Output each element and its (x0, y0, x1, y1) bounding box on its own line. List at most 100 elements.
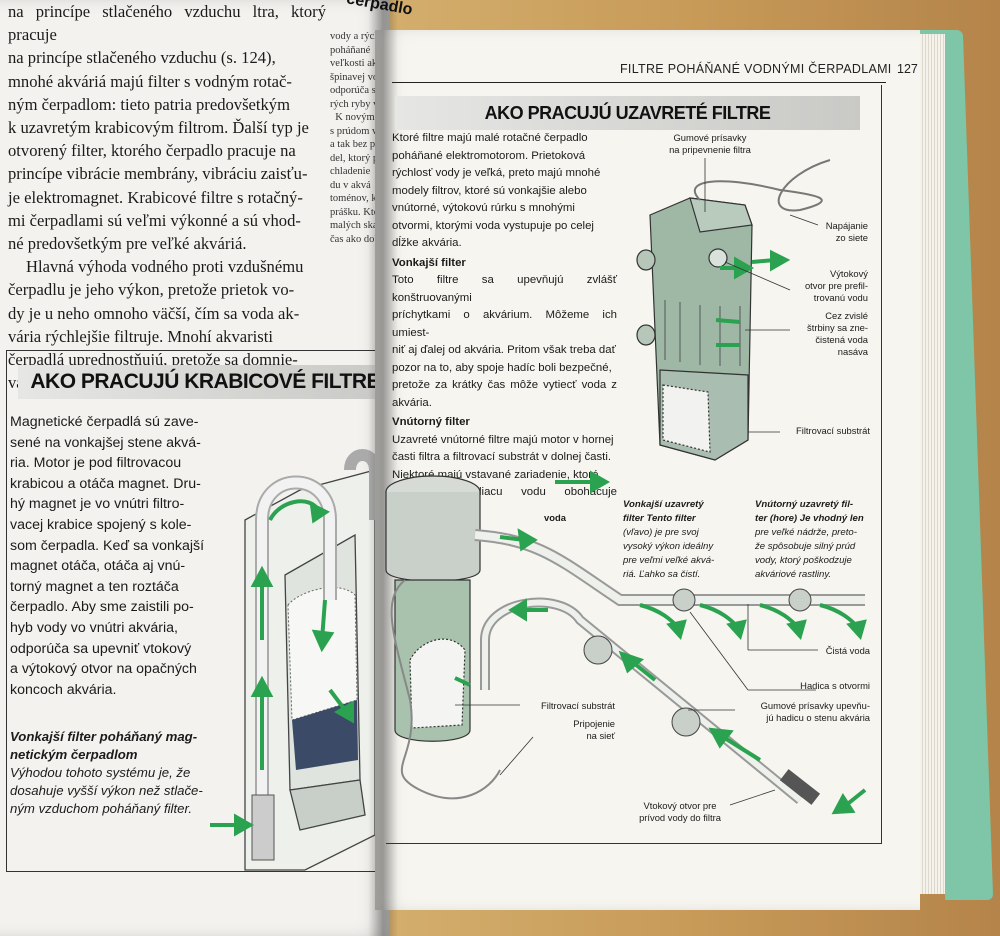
label-line: Cez zvislé (825, 310, 868, 321)
caption-line: pre veľmi veľké akvá- (623, 555, 715, 566)
caption-external-filter: Vonkajší uzavretý filter Tento filter (vľa… (623, 498, 748, 582)
page-number: 127 (897, 62, 918, 76)
label-line: nasáva (837, 346, 868, 357)
label-line: jú hadicu o stenu akvária (766, 712, 870, 723)
magnet-text-line: hyb vody vo vnútri akvária, (10, 619, 178, 636)
caption-line: filter Tento filter (623, 513, 696, 524)
magnet-text-line: vacej krabice spojený s kole- (10, 516, 192, 533)
label-line: Výtokový (829, 268, 868, 279)
right-figure-frame (386, 85, 882, 844)
running-head-rule (392, 82, 886, 83)
intro-line: rýchlosť vody je veľká, preto majú mnohé (392, 167, 601, 179)
label-line: Napájanie (825, 220, 868, 231)
body-line: mi čerpadlami sú veľmi výkonné a sú vhod… (8, 210, 301, 230)
caption-line: (vľavo) je pre svoj (623, 527, 699, 538)
label-water: voda (544, 512, 566, 523)
caption-line: že spôsobuje silný prúd (755, 541, 856, 552)
caption-body-line: Výhodou tohoto systému je, že (10, 765, 191, 780)
external-filter-line: niť aj ďalej od akvária. Pritom však tre… (392, 344, 616, 356)
body-line: čerpadlá uprednostňujú, pretože sa domni… (8, 350, 298, 370)
body-line: princípe vibrácie membrány, vibráciu zai… (8, 164, 308, 184)
label-line: otvor pre prefil- (804, 280, 868, 291)
intro-line: dĺžke akvária. (392, 237, 462, 249)
caption-line: pre veľké nádrže, preto- (755, 527, 857, 538)
magnet-text-line: čerpadlo. Aby sme zaistili po- (10, 599, 194, 616)
body-line: Hlavná výhoda vodného proti vzdušnému (26, 257, 304, 277)
body-line: otvorený filter, ktorého čerpadlo pracuj… (8, 141, 296, 161)
intro-line: Ktoré filtre majú malé rotačné čerpadlo (392, 132, 588, 144)
left-body-text: na princípe stlačeného vzduchu ltra, kto… (8, 0, 326, 394)
intro-line: vnútorné, výtokovú rúrku s mnohými (392, 202, 575, 214)
magnet-text-line: som čerpadla. Keď sa vonkajší (10, 537, 205, 554)
magnet-text-line: a výtokový otvor na opačných (10, 661, 197, 678)
running-head: FILTRE POHÁŇANÉ VODNÝMI ČERPADLAMI (620, 62, 892, 76)
caption-internal-filter: Vnútorný uzavretý fil-ter (hore) Je vhod… (755, 498, 880, 582)
magnet-text-line: ria. Motor je pod filtrovacou (10, 455, 182, 472)
right-page (375, 30, 920, 910)
caption-title-line: netickým čerpadlom (10, 747, 138, 762)
magnet-filter-caption: Vonkajší filter poháňaný mag-netickým če… (10, 728, 238, 818)
intro-line: otvormi, ktorými voda vystupuje po celej (392, 219, 594, 232)
magnet-text-line: torný magnet a ten roztáča (10, 578, 179, 595)
label-line: na pripevnenie filtra (669, 144, 751, 155)
section-title-closed-filters: AKO PRACUJÚ UZAVRETÉ FILTRE (395, 96, 860, 130)
magnet-text-line: hý magnet je vo vnútri filtro- (10, 496, 185, 513)
label-line: Vtokový otvor pre (643, 800, 717, 811)
internal-filter-line: Uzavreté vnútorné filtre majú motor v ho… (392, 433, 614, 446)
body-line: dy je u neho omnoho väčší, čím sa voda a… (8, 303, 300, 323)
label-line: prívod vody do filtra (639, 812, 721, 823)
label-line: Gumové prísavky (673, 132, 747, 143)
magnet-text-line: odporúča sa upevniť vtokový (10, 640, 192, 657)
caption-line: akváriové rastliny. (755, 569, 832, 580)
caption-line: vody, ktorý poškodzuje (755, 555, 852, 566)
external-filter-line: pretože za krátky čas môže vytiecť voda … (392, 379, 617, 409)
section-title-box-filters: AKO PRACUJÚ KRABICOVÉ FILTRE (18, 365, 386, 399)
body-line: ným čerpadlom: tieto patria predovšetkým (8, 94, 291, 114)
caption-body-line: dosahuje vyšší výkon než stlače- (10, 783, 203, 798)
body-line: na princípe stlačeného vzduchu ltra, kto… (8, 2, 326, 45)
magnet-text-line: sené na vonkajšej stene akvá- (10, 434, 201, 451)
caption-body-line: ným vzduchom poháňaný filter. (10, 801, 193, 816)
label-suction-hose: Gumové prísavky upevňu-jú hadicu o stenu… (740, 700, 870, 724)
caption-line: riá. Ľahko sa čistí. (623, 569, 701, 580)
caption-line: vysoký výkon ideálny (623, 541, 714, 552)
label-line: zo siete (835, 232, 868, 243)
external-filter-heading: Vonkajší filter (392, 256, 466, 269)
magnet-text-line: koncoch akvária. (10, 681, 117, 698)
label-substrate-bottom: Filtrovací substrát (541, 700, 615, 711)
label-line: Gumové prísavky upevňu- (760, 700, 870, 711)
magnet-text-line: krabicou a otáča magnet. Dru- (10, 475, 201, 492)
external-filter-line: pozor na to, aby spoje hadíc boli bezpeč… (392, 361, 612, 374)
caption-line: Vnútorný uzavretý fil- (755, 499, 854, 510)
label-line: štrbiny sa zne- (807, 322, 868, 333)
internal-filter-heading: Vnútorný filter (392, 416, 470, 428)
left-figure-frame (6, 350, 391, 872)
internal-filter-line: časti filtra a filtrovací substrát v dol… (392, 451, 612, 463)
caption-line: Vonkajší uzavretý (623, 499, 704, 510)
body-line: na princípe stlačeného vzduchu (s. 124), (8, 48, 276, 68)
body-line: mnohé akváriá majú filter s vodným rotač… (8, 71, 292, 91)
label-line: Pripojenie (573, 718, 615, 729)
intro-line: poháňané elektromotorom. Prietoková (392, 149, 586, 162)
label-line: na sieť (586, 730, 615, 741)
body-line: čerpadlu je jeho výkon, pretože prietok … (8, 280, 295, 300)
label-line: čistená voda (815, 334, 868, 345)
label-line: trovanú vodu (813, 292, 868, 303)
caption-body: Výhodou tohoto systému je, že dosahuje vy… (10, 764, 238, 818)
magnet-text-line: magnet otáča, otáča aj vnú- (10, 558, 186, 575)
left-side-column-fragment: vody a rýchle poháňané veľkosti akv špin… (330, 31, 390, 245)
magnet-pump-text: Magnetické čerpadlá sú zave-sené na vonk… (10, 412, 232, 700)
caption-line: ter (hore) Je vhodný len (755, 513, 864, 524)
body-line: k uzavretým krabicovým filtrom. Ďalší ty… (8, 118, 309, 138)
body-line: vária rýchlejšie filtruje. Mnohí akvaris… (8, 326, 273, 346)
label-substrate-top: Filtrovací substrát (796, 425, 870, 436)
book-gutter-shadow (368, 0, 398, 936)
caption-title: Vonkajší filter poháňaný mag-netickým če… (10, 728, 238, 764)
body-line: je elektromagnet. Krabicové filtre s rot… (8, 187, 303, 207)
